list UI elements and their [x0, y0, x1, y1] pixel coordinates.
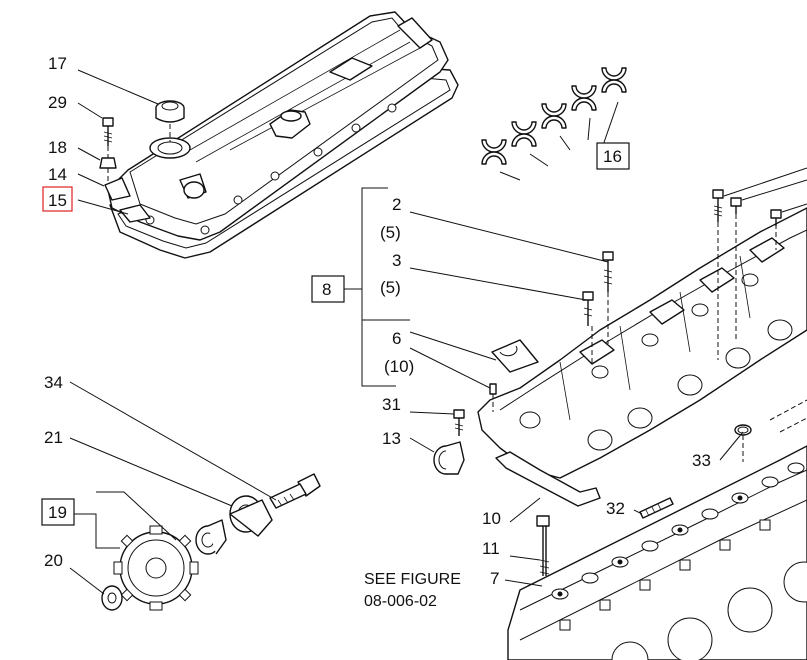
callout-labels: 17 29 18 14 15 16 2 (5) 3 (5) 8 6 (10) 3… — [44, 54, 711, 610]
callout-6: 6 — [392, 329, 401, 348]
cover-washer — [99, 157, 117, 184]
callout-34: 34 — [44, 373, 63, 392]
camshaft-housing — [477, 207, 807, 479]
valve-cover — [104, 11, 459, 259]
housing-bolts — [712, 167, 807, 226]
callout-33: 33 — [692, 451, 711, 470]
bolt-3 — [582, 291, 594, 326]
label-box-16 — [596, 142, 630, 170]
screw-31 — [453, 409, 465, 436]
callout-13: 13 — [382, 429, 401, 448]
gear-bushing — [195, 519, 227, 555]
cover-bolt — [102, 117, 114, 158]
callout-2-qty: (5) — [380, 223, 401, 242]
callout-8: 8 — [322, 280, 331, 299]
callout-3: 3 — [392, 251, 401, 270]
callout-2: 2 — [392, 195, 401, 214]
callout-16: 16 — [603, 147, 622, 166]
label-box-15 — [42, 186, 73, 212]
o-ring — [734, 424, 752, 462]
callout-11: 11 — [482, 539, 500, 558]
callout-21: 21 — [44, 428, 63, 447]
callout-20: 20 — [44, 551, 63, 570]
callout-19: 19 — [48, 503, 67, 522]
callout-17: 17 — [48, 54, 67, 73]
callout-7: 7 — [490, 569, 499, 588]
callout-18: 18 — [48, 138, 67, 157]
dowel-pin — [489, 383, 497, 412]
cylinder-head — [507, 399, 807, 660]
stud — [639, 497, 674, 519]
see-figure-number: 08-006-02 — [364, 593, 437, 610]
gear-assembly — [101, 473, 321, 611]
label-box-8 — [311, 275, 345, 303]
bearing-cap — [491, 339, 539, 373]
housing-gasket — [495, 451, 601, 507]
callout-15: 15 — [48, 191, 67, 210]
callout-3-qty: (5) — [380, 278, 401, 297]
gear-hub — [229, 495, 273, 537]
gear-washer — [101, 585, 123, 611]
oil-seal — [433, 441, 465, 475]
timing-gear — [113, 525, 199, 611]
callout-32: 32 — [606, 499, 625, 518]
head-bolt — [536, 515, 550, 576]
bearing-shells — [481, 67, 627, 181]
label-box-19 — [41, 498, 75, 526]
callout-31: 31 — [382, 395, 401, 414]
callout-14: 14 — [48, 165, 67, 184]
leader-lines — [69, 69, 744, 595]
callout-29: 29 — [48, 93, 67, 112]
see-figure-label: SEE FIGURE — [364, 571, 461, 588]
callout-6-qty: (10) — [384, 357, 414, 376]
gear-bolt — [269, 473, 321, 509]
bolt-2 — [602, 251, 614, 292]
callout-10: 10 — [482, 509, 501, 528]
oil-filler-cap — [155, 100, 185, 142]
